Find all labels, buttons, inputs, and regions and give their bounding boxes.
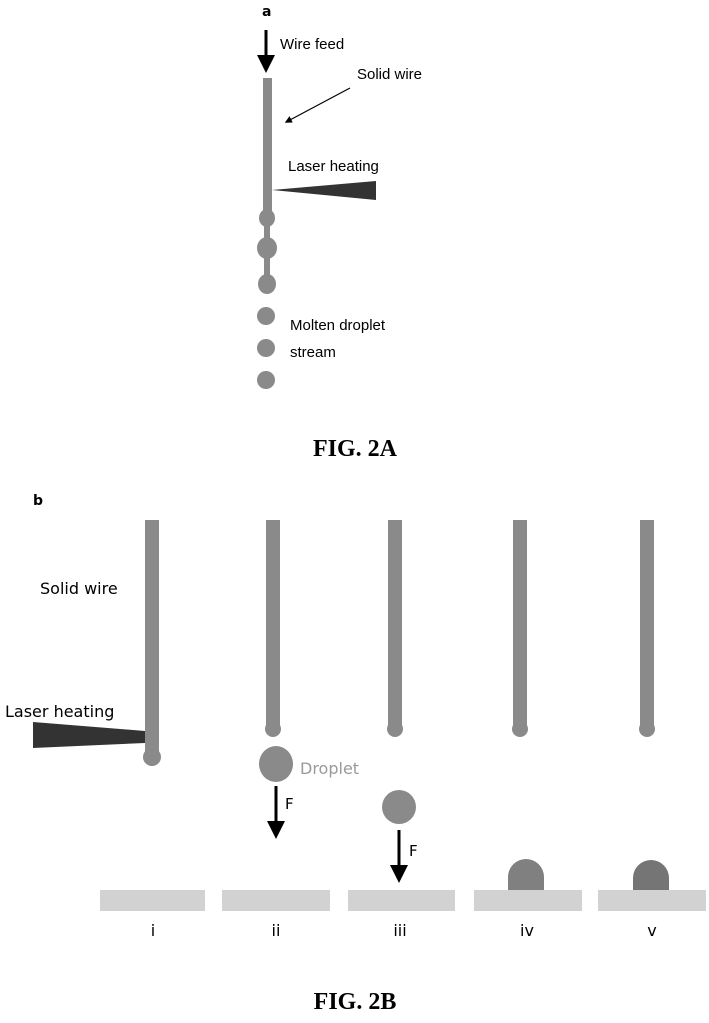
wire-tip-stage-iii xyxy=(387,721,403,737)
figure-2a: a Wire feed Solid wire Laser heating Mol… xyxy=(257,4,422,462)
substrate-iii xyxy=(348,890,455,911)
solid-wire-pointer-arrow xyxy=(284,87,351,123)
substrate-i xyxy=(100,890,205,911)
molten-droplet xyxy=(257,371,275,389)
caption-fig-2a: FIG. 2A xyxy=(313,436,398,462)
force-label-iii: F xyxy=(409,842,418,860)
wire-stage-iii xyxy=(388,520,402,730)
deposited-droplet-iv xyxy=(508,859,544,891)
molten-stream-label-2: stream xyxy=(290,344,336,361)
stage-label-iii: iii xyxy=(393,921,406,940)
substrate-v xyxy=(598,890,706,911)
stage-label-i: i xyxy=(151,921,155,940)
wire-feed-label: Wire feed xyxy=(280,36,344,53)
laser-heating-label-b: Laser heating xyxy=(5,702,114,721)
force-label-ii: F xyxy=(285,795,294,813)
substrate-ii xyxy=(222,890,330,911)
molten-stream-label-1: Molten droplet xyxy=(290,317,386,334)
wire-stage-v xyxy=(640,520,654,730)
stage-label-iv: iv xyxy=(520,921,534,940)
laser-beam xyxy=(272,181,376,200)
substrate-iv xyxy=(474,890,582,911)
wire-tip-stage-v xyxy=(639,721,655,737)
figure-2b: b Solid wire Laser heating Droplet F F xyxy=(5,493,706,1015)
molten-droplet xyxy=(257,339,275,357)
solid-wire xyxy=(263,78,272,213)
solid-wire-label: Solid wire xyxy=(357,66,422,83)
wire-tip-stage-iv xyxy=(512,721,528,737)
laser-beam-b xyxy=(33,722,145,748)
wire-tip-stage-ii xyxy=(265,721,281,737)
panel-label-b: b xyxy=(33,493,43,509)
molten-droplet xyxy=(257,307,275,325)
deposited-droplet-v xyxy=(633,860,669,891)
droplet-label: Droplet xyxy=(300,759,359,778)
droplet-stage-ii xyxy=(259,746,293,782)
solid-wire-label-b: Solid wire xyxy=(40,579,118,598)
wire-tip-stage-i xyxy=(143,748,161,766)
droplet-stage-iii xyxy=(382,790,416,824)
panel-label-a: a xyxy=(262,4,271,20)
necking-droplets xyxy=(257,209,277,294)
laser-heating-label: Laser heating xyxy=(288,158,379,175)
wire-stage-ii xyxy=(266,520,280,730)
wire-stage-i xyxy=(145,520,159,757)
stage-label-ii: ii xyxy=(272,921,281,940)
caption-fig-2b: FIG. 2B xyxy=(314,989,397,1015)
stage-label-v: v xyxy=(647,921,656,940)
wire-stage-iv xyxy=(513,520,527,730)
